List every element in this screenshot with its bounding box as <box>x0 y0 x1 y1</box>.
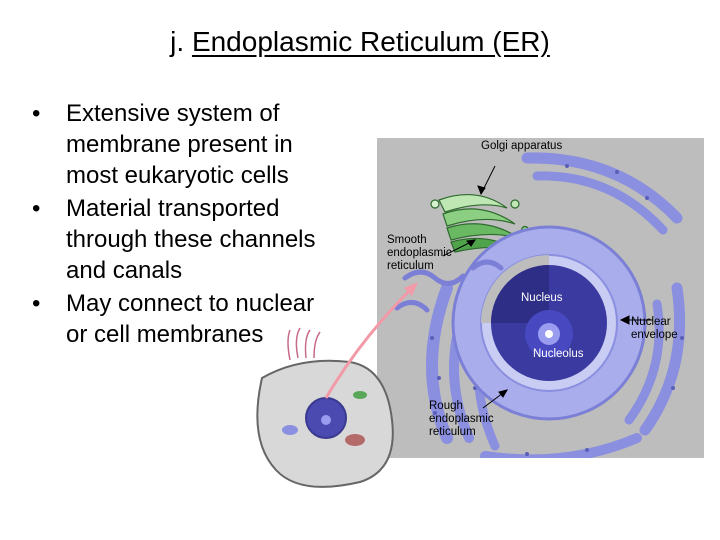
bullet-item: May connect to nuclear or cell membranes <box>32 288 332 350</box>
slide-title: j. Endoplasmic Reticulum (ER) <box>0 26 720 58</box>
rough-er-label: Rough endoplasmic reticulum <box>429 400 494 438</box>
title-text: Endoplasmic Reticulum (ER) <box>191 26 550 57</box>
title-prefix: j. <box>170 26 185 57</box>
bullet-item: Extensive system of membrane present in … <box>32 98 332 191</box>
bullet-item: Material transported through these chann… <box>32 193 332 286</box>
er-diagram-panel: Golgi apparatus Smooth endoplasmic retic… <box>377 138 704 465</box>
bullet-list: Extensive system of membrane present in … <box>32 98 332 352</box>
nucleolus-label: Nucleolus <box>533 348 584 360</box>
nucleus <box>451 225 647 421</box>
golgi-apparatus <box>430 194 530 253</box>
smooth-er-label: Smooth endoplasmic reticulum <box>387 234 452 272</box>
label-leaders <box>442 165 653 409</box>
nuclear-envelope-label: Nuclear envelope <box>631 316 678 341</box>
nucleus-label: Nucleus <box>521 292 563 304</box>
golgi-label: Golgi apparatus <box>481 140 563 152</box>
